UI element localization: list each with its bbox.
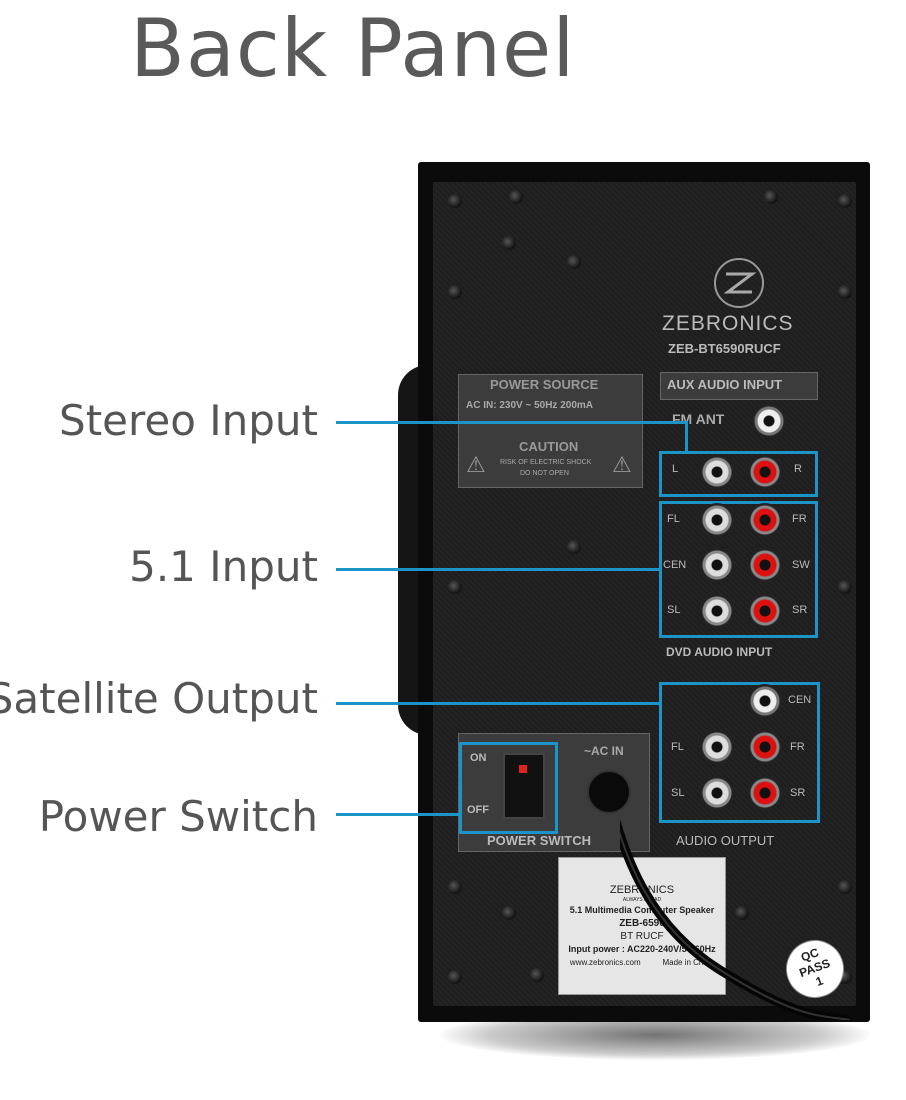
warning-triangle-icon: ⚠ <box>466 452 486 477</box>
screw-icon <box>448 194 462 208</box>
screw-icon <box>838 880 852 894</box>
out-sl-jack[interactable] <box>700 776 734 810</box>
dvd-fl-jack[interactable] <box>700 503 734 537</box>
out-cen-jack[interactable] <box>748 684 782 718</box>
warning-triangle-icon: ⚠ <box>612 452 632 477</box>
spec-sticker: ZEBRONICS ALWAYS AHEAD 5.1 Multimedia Co… <box>558 857 726 995</box>
callout-power-switch: Power Switch <box>38 792 318 841</box>
stereo-callout-line <box>336 421 688 424</box>
right-channel-label: R <box>794 463 802 475</box>
out-fr-jack[interactable] <box>748 730 782 764</box>
dvd-sr-jack[interactable] <box>748 594 782 628</box>
dvd-cen-jack[interactable] <box>700 548 734 582</box>
screw-icon <box>448 880 462 894</box>
screw-icon <box>448 285 462 299</box>
caution-line2: DO NOT OPEN <box>520 470 569 477</box>
power-switch-highlight <box>459 742 558 834</box>
screw-icon <box>567 540 581 554</box>
screw-icon <box>448 970 462 984</box>
power-cord <box>620 818 850 1020</box>
satellite-output-highlight <box>659 682 820 823</box>
callout-satellite-output: Satellite Output <box>0 674 318 723</box>
sticker-made-in: Made in China <box>662 958 715 967</box>
ac-power-socket[interactable] <box>587 770 631 814</box>
fm-antenna-jack[interactable] <box>752 404 786 438</box>
page-title: Back Panel <box>130 2 576 95</box>
power-callout-line <box>336 813 461 816</box>
dvd-audio-input-title: DVD AUDIO INPUT <box>666 645 773 659</box>
on-label: ON <box>470 752 487 764</box>
off-label: OFF <box>467 804 489 816</box>
sticker-model: ZEB-6590 <box>619 918 665 929</box>
sr-label: SR <box>792 604 808 616</box>
screw-icon <box>838 194 852 208</box>
caution-title: CAUTION <box>519 439 579 454</box>
callout-five-one-input: 5.1 Input <box>129 542 318 591</box>
out-sr-label: SR <box>790 787 806 799</box>
out-sl-label: SL <box>671 787 685 799</box>
screw-icon <box>567 255 581 269</box>
power-source-panel <box>458 374 643 488</box>
stereo-input-highlight <box>659 451 818 497</box>
fl-label: FL <box>667 513 680 525</box>
stereo-callout-line-vertical <box>685 421 688 453</box>
aux-audio-input-title: AUX AUDIO INPUT <box>667 377 783 392</box>
aux-input-panel <box>660 372 818 400</box>
five-one-input-highlight <box>659 501 818 638</box>
sticker-footer: www.zebronics.com Made in China <box>559 956 725 969</box>
caution-line1: RISK OF ELECTRIC SHOCK <box>500 459 592 466</box>
dvd-fr-jack[interactable] <box>748 503 782 537</box>
screw-icon <box>838 580 852 594</box>
ac-in-label: ~AC IN <box>584 744 624 758</box>
power-source-spec: AC IN: 230V ~ 50Hz 200mA <box>466 400 594 411</box>
audio-output-title: AUDIO OUTPUT <box>676 833 775 848</box>
screw-icon <box>735 906 749 920</box>
out-sr-jack[interactable] <box>748 776 782 810</box>
callout-stereo-input: Stereo Input <box>59 396 318 445</box>
dvd-sl-jack[interactable] <box>700 594 734 628</box>
out-fl-jack[interactable] <box>700 730 734 764</box>
brand-name: ZEBRONICS <box>662 312 794 335</box>
power-rocker-switch[interactable] <box>503 753 545 819</box>
sticker-sub-model: BT RUCF <box>620 931 664 942</box>
power-source-title: POWER SOURCE <box>490 377 599 392</box>
out-cen-label: CEN <box>788 694 812 706</box>
screw-icon <box>509 190 523 204</box>
screw-icon <box>764 190 778 204</box>
stereo-left-jack[interactable] <box>700 455 734 489</box>
sticker-description: 5.1 Multimedia Computer Speaker <box>569 905 715 915</box>
brand-logo-icon <box>714 258 764 308</box>
screw-icon <box>502 236 516 250</box>
sl-label: SL <box>667 604 681 616</box>
left-channel-label: L <box>672 463 679 475</box>
out-fl-label: FL <box>671 741 684 753</box>
power-switch-title: POWER SWITCH <box>487 833 591 848</box>
sw-label: SW <box>792 559 810 571</box>
sticker-url: www.zebronics.com <box>569 958 641 967</box>
fm-ant-label: FM ANT <box>672 411 725 427</box>
satellite-callout-line <box>336 702 660 705</box>
screw-icon <box>502 906 516 920</box>
cen-label: CEN <box>663 559 687 571</box>
screw-icon <box>530 968 544 982</box>
out-fr-label: FR <box>790 741 805 753</box>
model-number: ZEB-BT6590RUCF <box>668 341 781 356</box>
switch-indicator <box>519 765 527 773</box>
fr-label: FR <box>792 513 807 525</box>
sticker-tagline: ALWAYS AHEAD <box>622 897 662 903</box>
dvd-sw-jack[interactable] <box>748 548 782 582</box>
stereo-right-jack[interactable] <box>748 455 782 489</box>
five-one-callout-line <box>336 568 660 571</box>
screw-icon <box>448 580 462 594</box>
sticker-input-power: Input power : AC220-240V/50-60Hz <box>568 944 716 954</box>
screw-icon <box>838 285 852 299</box>
